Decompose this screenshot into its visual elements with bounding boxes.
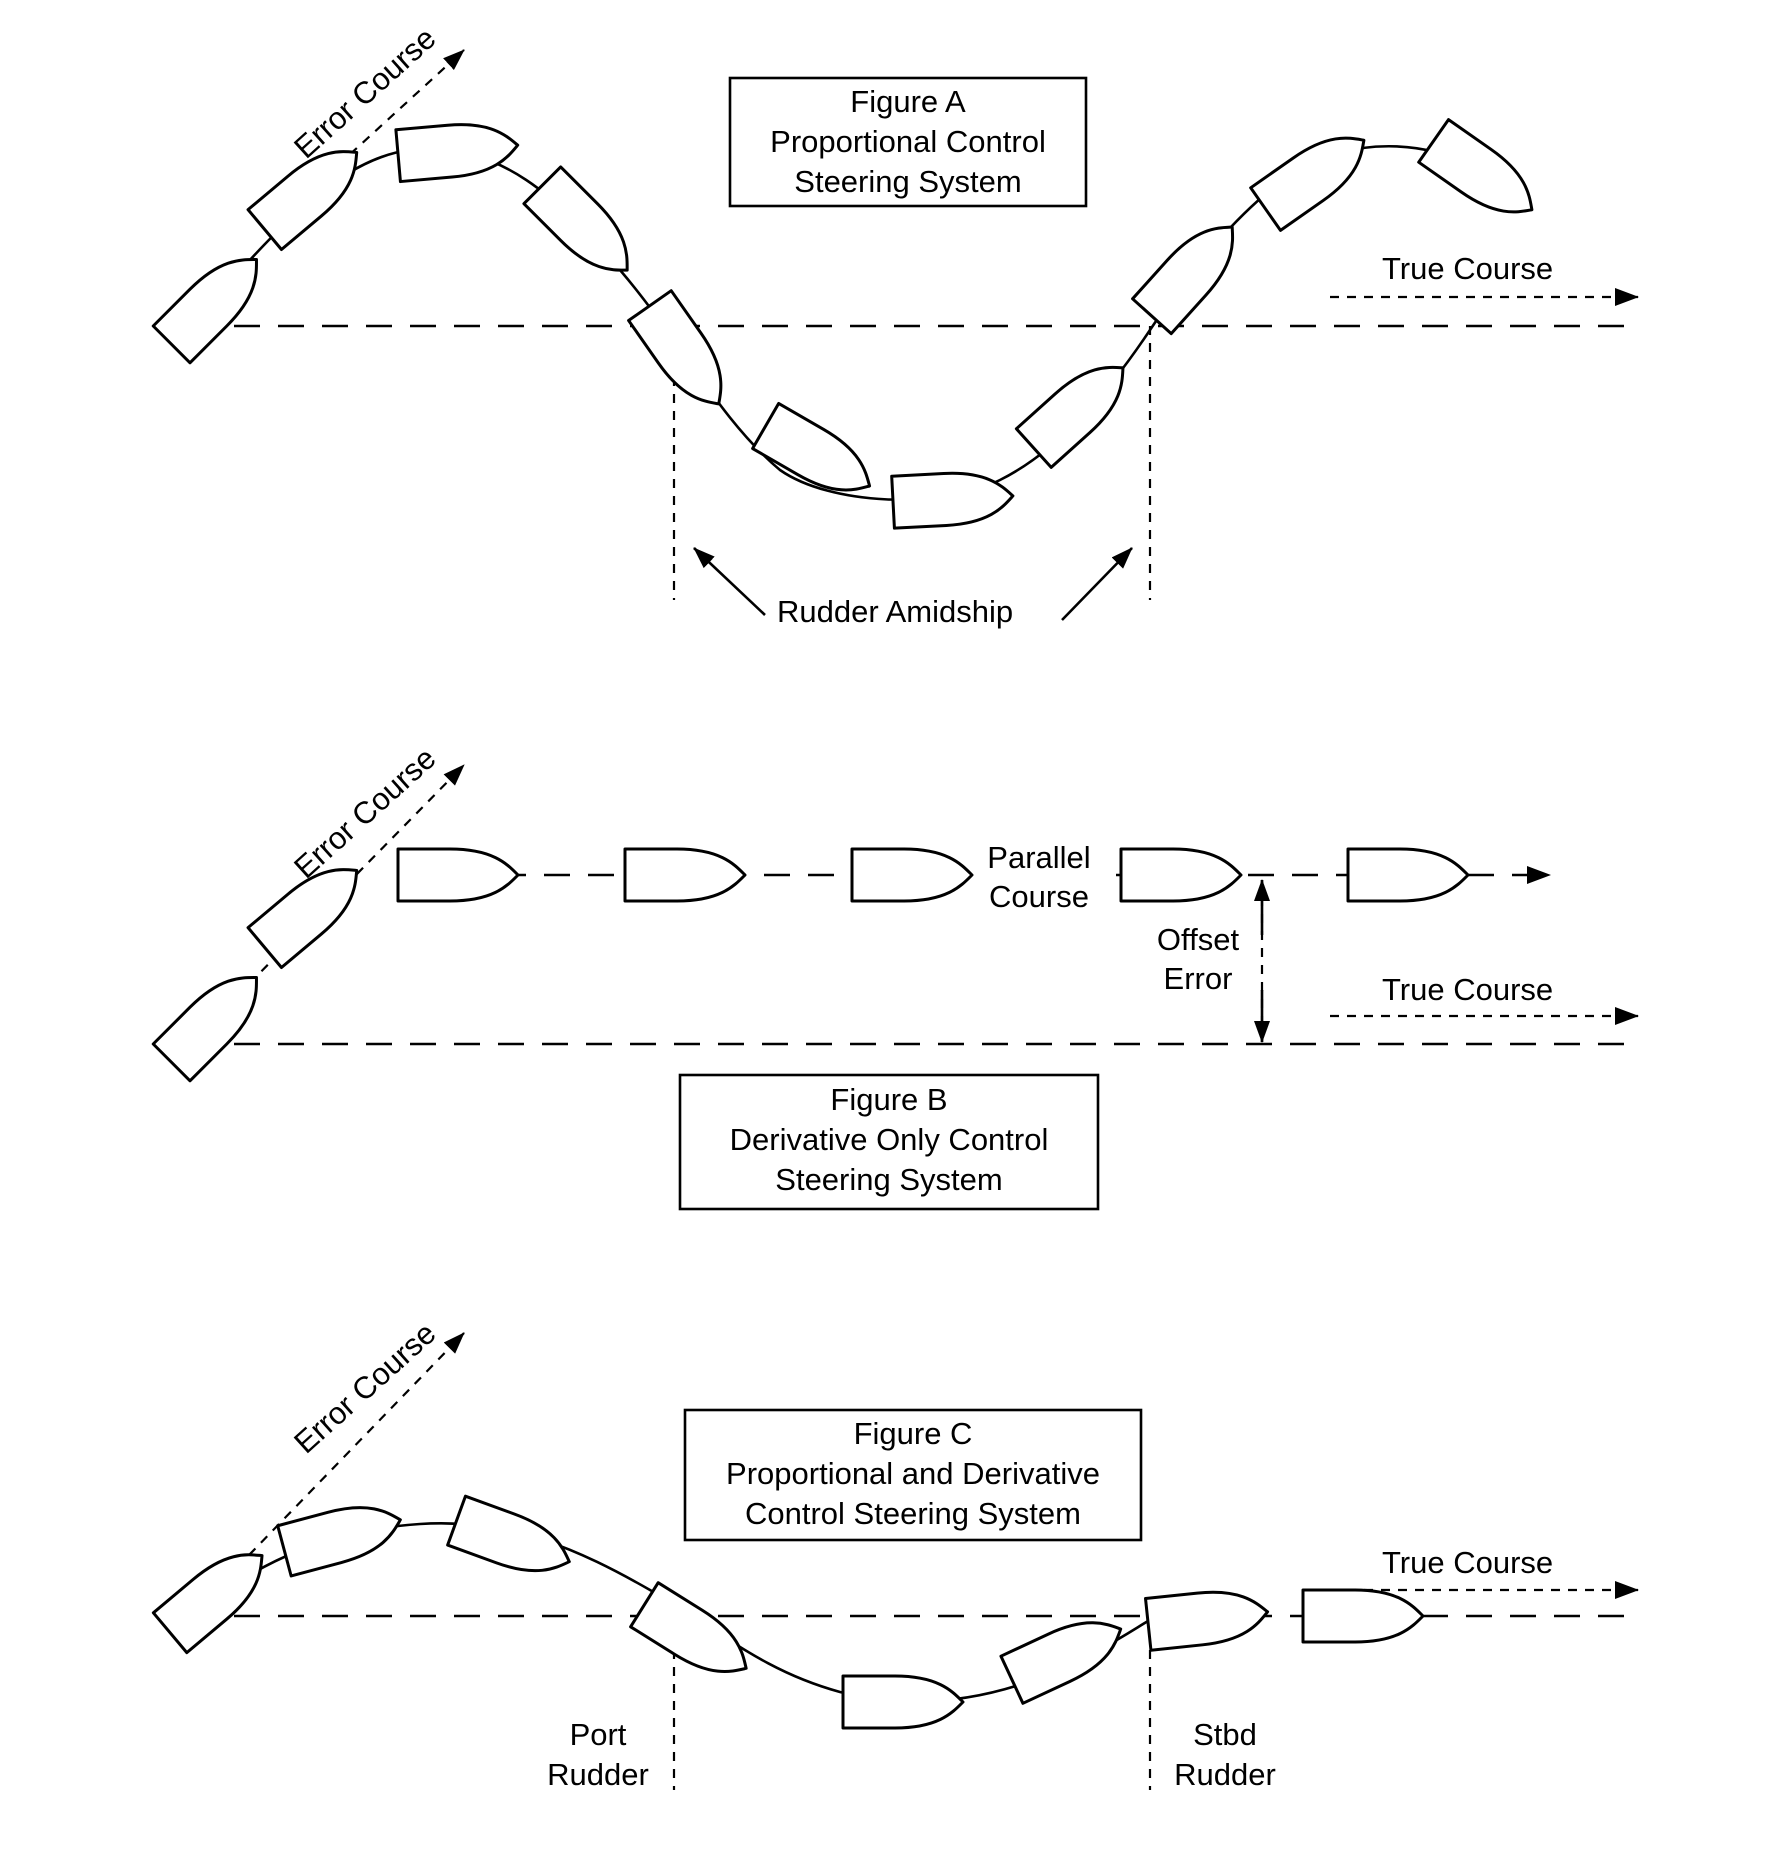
figure-a-title: Figure A — [850, 84, 966, 119]
parallel-course-label-bg — [976, 840, 1102, 920]
figure-b-title-box — [678, 1073, 1100, 1211]
boat-hull-icon — [627, 289, 723, 406]
boat-hull-icon — [1346, 847, 1470, 903]
boat-a-2 — [246, 150, 359, 251]
boat-hull-icon — [1014, 365, 1125, 469]
figure-c-title-box — [683, 1408, 1143, 1542]
true-course-label: True Course — [1382, 251, 1553, 286]
boat-hull-icon — [151, 258, 258, 365]
boat-hull-icon — [276, 1506, 402, 1578]
figure-b-subtitle-2: Steering System — [775, 1162, 1002, 1197]
boat-hull-icon — [751, 401, 872, 492]
rudder-amidship-arrow-left — [693, 547, 766, 616]
boat-c-8 — [1301, 1588, 1425, 1644]
figure-b-title: Figure B — [830, 1082, 947, 1117]
boat-c-7 — [1144, 1590, 1270, 1652]
boat-hull-icon — [841, 1674, 965, 1730]
boat-b-1 — [151, 976, 258, 1083]
boat-a-3 — [394, 123, 520, 184]
error-course-arrow — [189, 1332, 465, 1617]
port-rudder-label-2: Rudder — [547, 1757, 649, 1792]
offset-error-label-1: Offset — [1157, 922, 1240, 957]
boat-c-5 — [841, 1674, 965, 1730]
boat-b-3 — [396, 847, 520, 903]
figure-b-subtitle-1: Derivative Only Control — [730, 1122, 1049, 1157]
boat-hull-icon — [246, 150, 359, 251]
figure-a-subtitle-2: Steering System — [794, 164, 1021, 199]
boat-c-1 — [151, 1553, 264, 1655]
rudder-amidship-arrow-right — [1061, 547, 1133, 621]
boat-c-3 — [446, 1494, 571, 1573]
boat-a-8 — [1014, 365, 1125, 469]
boat-hull-icon — [1249, 136, 1366, 232]
figure-c-title: Figure C — [854, 1416, 973, 1451]
figure-c-subtitle-1: Proportional and Derivative — [726, 1456, 1100, 1491]
boat-hull-icon — [446, 1494, 571, 1573]
stbd-rudder-label-2: Rudder — [1174, 1757, 1276, 1792]
boat-a-4 — [522, 165, 629, 272]
rudder-amidship-label: Rudder Amidship — [777, 594, 1013, 629]
boat-a-9 — [1131, 225, 1235, 336]
boat-hull-icon — [850, 847, 974, 903]
error-course-label: Error Course — [287, 1315, 442, 1460]
true-course-label: True Course — [1382, 972, 1553, 1007]
boat-a-6 — [751, 401, 872, 492]
boat-c-4 — [629, 1581, 748, 1673]
boat-hull-icon — [396, 847, 520, 903]
boat-hull-icon — [151, 976, 258, 1083]
boat-b-2 — [246, 868, 359, 969]
boat-hull-icon — [1301, 1588, 1425, 1644]
boat-c-2 — [276, 1506, 402, 1578]
boat-a-11 — [1417, 118, 1534, 214]
boat-a-7 — [890, 471, 1015, 530]
boat-b-4 — [623, 847, 747, 903]
boat-hull-icon — [246, 868, 359, 969]
figure-c-panel: Figure C Proportional and Derivative Con… — [151, 1315, 1639, 1792]
parallel-course-label-1: Parallel — [987, 840, 1090, 875]
boat-hull-icon — [522, 165, 629, 272]
boat-hull-icon — [629, 1581, 748, 1673]
boat-a-1 — [151, 258, 258, 365]
boat-a-10 — [1249, 136, 1366, 232]
boat-hull-icon — [1119, 847, 1243, 903]
boat-hull-icon — [623, 847, 747, 903]
figure-c-subtitle-2: Control Steering System — [745, 1496, 1081, 1531]
boat-hull-icon — [890, 471, 1015, 530]
boat-hull-icon — [151, 1553, 264, 1655]
boat-hull-icon — [394, 123, 520, 184]
parallel-course-label-2: Course — [989, 879, 1089, 914]
true-course-label: True Course — [1382, 1545, 1553, 1580]
figure-a-panel: Figure A Proportional Control Steering S… — [151, 20, 1639, 629]
boat-b-7 — [1346, 847, 1470, 903]
figure-b-panel: Parallel Course Offset Error Figure B De… — [151, 740, 1639, 1211]
boat-b-5 — [850, 847, 974, 903]
boat-c-6 — [999, 1621, 1123, 1705]
boat-hull-icon — [1144, 1590, 1270, 1652]
figure-a-title-box — [728, 76, 1088, 208]
boat-hull-icon — [999, 1621, 1123, 1705]
offset-error-label-2: Error — [1164, 961, 1233, 996]
figure-a-subtitle-1: Proportional Control — [770, 124, 1046, 159]
boat-hull-icon — [1131, 225, 1235, 336]
boat-hull-icon — [1417, 118, 1534, 214]
boat-b-6 — [1119, 847, 1243, 903]
stbd-rudder-label-1: Stbd — [1193, 1717, 1257, 1752]
port-rudder-label-1: Port — [570, 1717, 627, 1752]
boat-a-5 — [627, 289, 723, 406]
